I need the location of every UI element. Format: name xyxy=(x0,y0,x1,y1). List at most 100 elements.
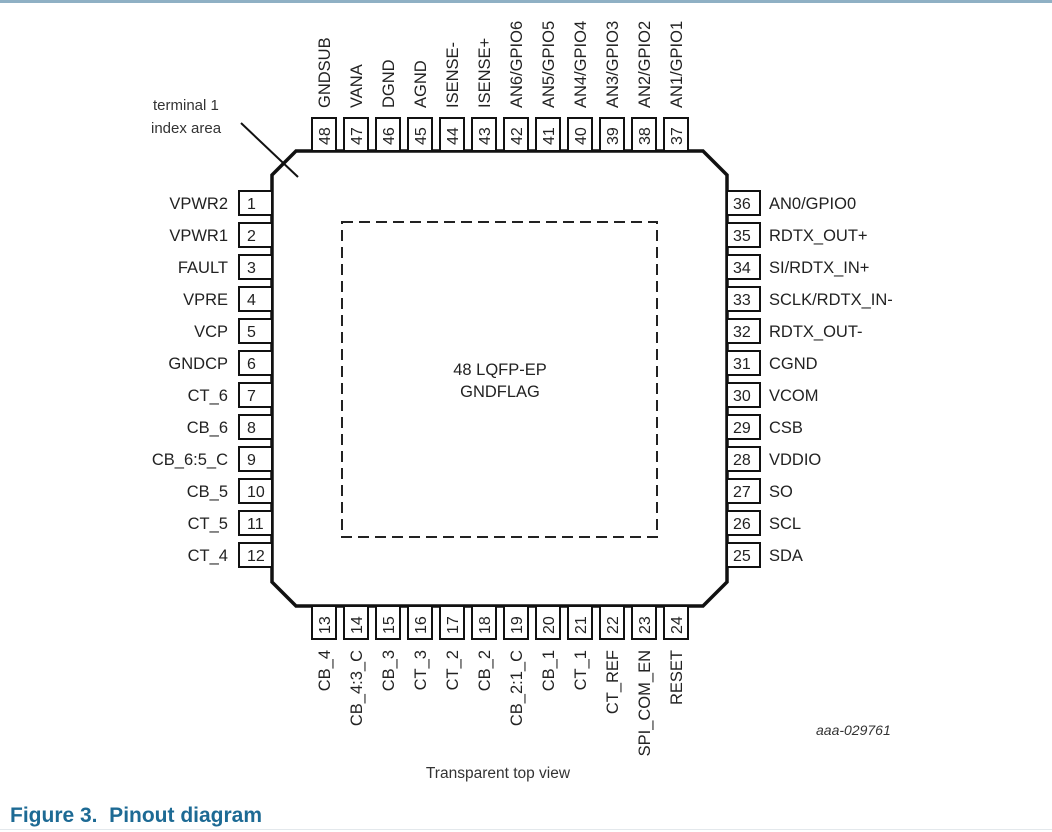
pin-box xyxy=(343,605,369,640)
terminal-note-line2: index area xyxy=(151,120,222,137)
pin-number: 21 xyxy=(573,616,590,634)
exposed-pad-outline xyxy=(341,221,658,538)
terminal-index-leader-line xyxy=(240,122,299,178)
pin-name: CT_4 xyxy=(188,547,228,565)
pin-35: 35 RDTX_OUT+ xyxy=(726,222,868,248)
pin-number: 18 xyxy=(477,616,494,634)
pin-name: FAULT xyxy=(178,259,228,277)
pin-name: RESET xyxy=(668,650,686,705)
pin-number: 35 xyxy=(733,228,751,245)
pin-box xyxy=(663,605,689,640)
pin-box xyxy=(726,446,761,472)
pin-box xyxy=(407,117,433,152)
pin-box xyxy=(599,605,625,640)
pin-number: 42 xyxy=(509,127,526,145)
pin-number: 20 xyxy=(541,616,558,634)
pin-name: AN3/GPIO3 xyxy=(604,21,622,108)
pin-box xyxy=(238,318,273,344)
pin-number: 22 xyxy=(605,616,622,634)
pin-name: CT_6 xyxy=(188,387,228,405)
bottom-border-rule xyxy=(0,829,1052,830)
pin-box xyxy=(238,414,273,440)
pin-name: CB_2:1_C xyxy=(508,650,526,726)
pin-number: 34 xyxy=(733,260,751,277)
pin-name: SI/RDTX_IN+ xyxy=(769,259,869,277)
pin-number: 8 xyxy=(247,420,256,437)
pin-box xyxy=(726,350,761,376)
pin-box xyxy=(631,605,657,640)
pin-number: 3 xyxy=(247,260,256,277)
pin-number: 39 xyxy=(605,127,622,145)
pin-name: ISENSE+ xyxy=(476,38,494,108)
pin-box xyxy=(726,510,761,536)
pin-number: 2 xyxy=(247,228,256,245)
pin-34: 34 SI/RDTX_IN+ xyxy=(726,254,869,280)
pin-name: CT_REF xyxy=(604,650,622,714)
pin-number: 7 xyxy=(247,388,256,405)
pin-name: CGND xyxy=(769,355,818,373)
pin-name: RDTX_OUT+ xyxy=(769,227,868,245)
pin-box xyxy=(726,318,761,344)
pin-8: 8 CB_6 xyxy=(187,414,273,440)
pin-box xyxy=(567,605,593,640)
pin-box xyxy=(238,510,273,536)
top-border-rule xyxy=(0,0,1052,3)
pin-number: 13 xyxy=(317,616,334,634)
pin-box xyxy=(311,605,337,640)
pin-number: 11 xyxy=(247,516,264,533)
pin-box xyxy=(343,117,369,152)
exposed-pad-label: GNDFLAG xyxy=(460,383,540,401)
pin-number: 19 xyxy=(509,616,526,634)
pin-name: AN5/GPIO5 xyxy=(540,21,558,108)
pin-name: SDA xyxy=(769,547,803,565)
pin-name: AGND xyxy=(412,60,430,108)
view-label: Transparent top view xyxy=(426,765,571,782)
pin-name: SCL xyxy=(769,515,801,533)
pin-number: 43 xyxy=(477,127,494,145)
figure-caption: Figure 3. Pinout diagram xyxy=(10,804,263,827)
pin-number: 29 xyxy=(733,420,751,437)
terminal-note-line1: terminal 1 xyxy=(153,97,219,114)
pin-47: 47 VANA xyxy=(343,64,369,152)
pin-number: 48 xyxy=(317,127,334,145)
pin-number: 38 xyxy=(637,127,654,145)
pin-43: 43 ISENSE+ xyxy=(471,38,497,152)
pin-box xyxy=(439,605,465,640)
pin-number: 5 xyxy=(247,324,256,341)
pin-number: 47 xyxy=(349,127,366,145)
pin-name: VANA xyxy=(348,64,366,108)
pin-box xyxy=(471,605,497,640)
pin-name: CT_2 xyxy=(444,650,462,690)
pin-box xyxy=(726,382,761,408)
pin-number: 40 xyxy=(573,127,590,145)
pin-number: 14 xyxy=(349,616,366,634)
package-label: 48 LQFP-EP xyxy=(453,361,547,379)
pin-number: 46 xyxy=(381,127,398,145)
pin-9: 9CB_6:5_C xyxy=(152,446,273,472)
pin-name: AN0/GPIO0 xyxy=(769,195,856,213)
pin-number: 15 xyxy=(381,616,398,634)
pin-name: SPI_COM_EN xyxy=(636,650,654,756)
pin-name: CB_6 xyxy=(187,419,228,437)
pin-number: 12 xyxy=(247,548,265,565)
pin-box xyxy=(311,117,337,152)
pin-name: SO xyxy=(769,483,793,501)
pin-box xyxy=(631,117,657,152)
pin-box xyxy=(503,117,529,152)
pin-name: AN2/GPIO2 xyxy=(636,21,654,108)
